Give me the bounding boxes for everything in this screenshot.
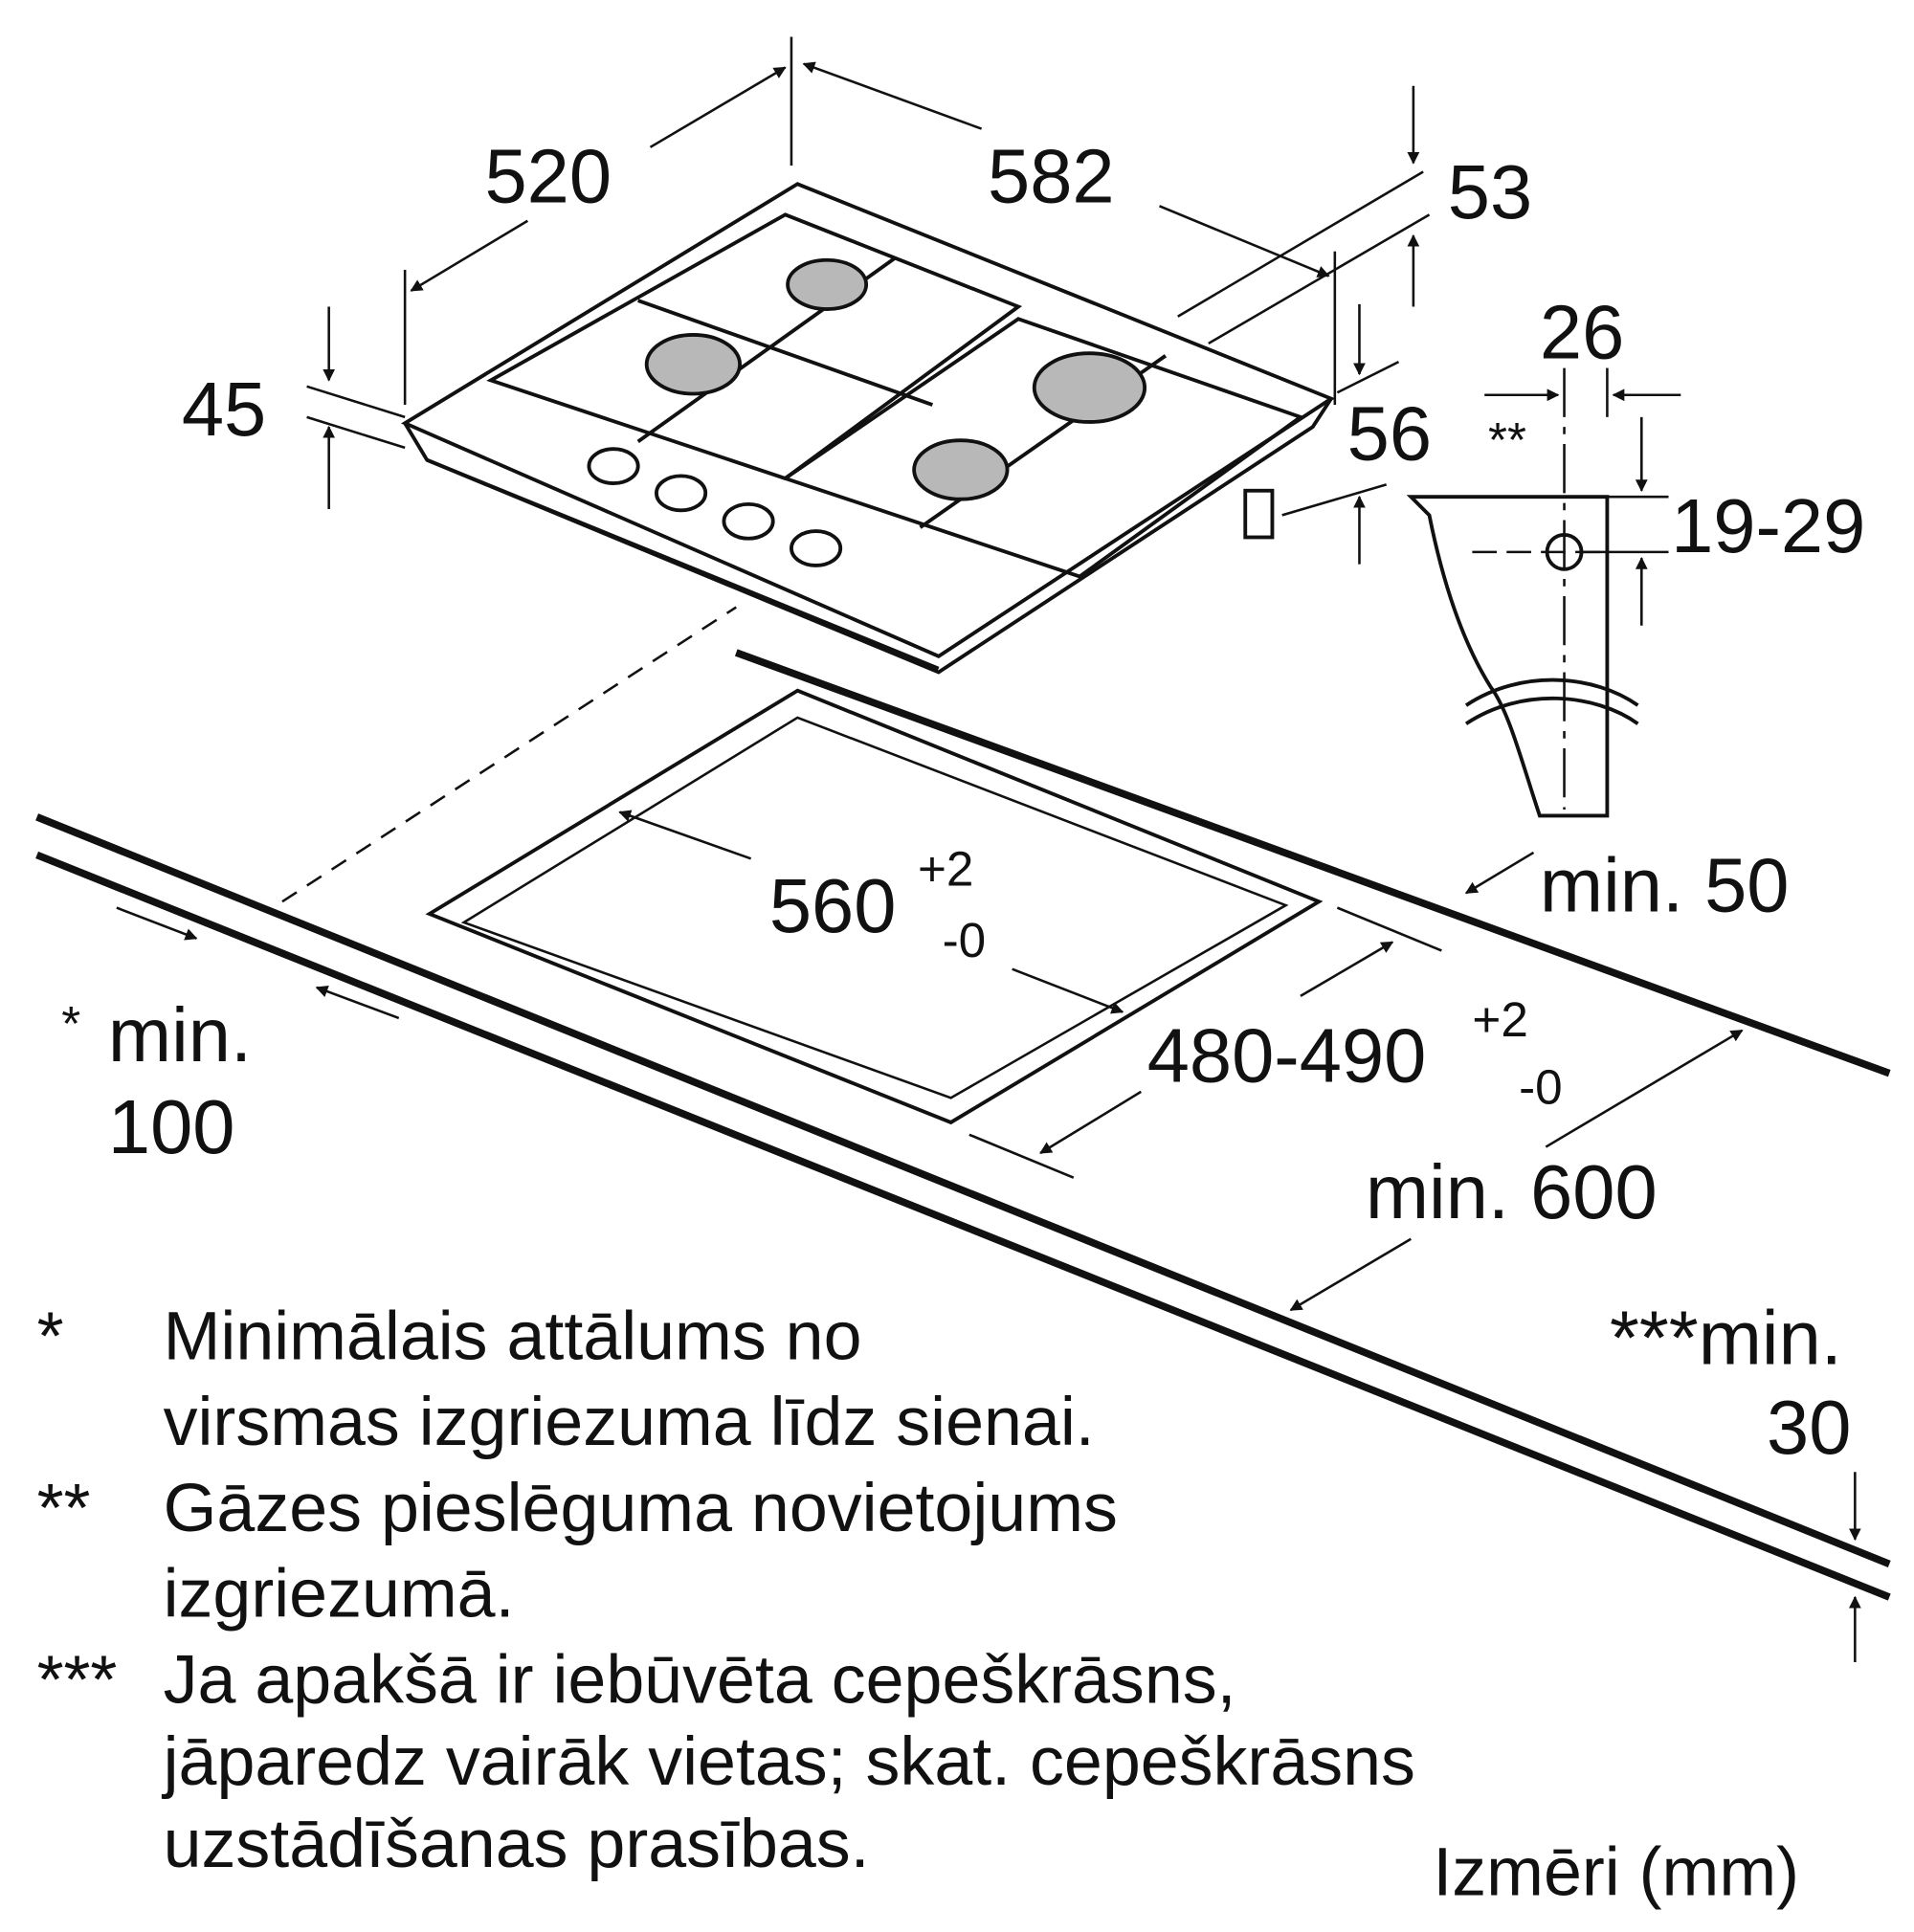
note-marker: **	[37, 1470, 91, 1546]
gas-marker: **	[1488, 412, 1526, 467]
countertop	[35, 606, 1891, 1601]
gas-connector	[1243, 488, 1275, 540]
dim-side-gap-value: 100	[108, 1084, 235, 1169]
dim-side-gap: min.	[108, 992, 252, 1077]
dimension-lines	[116, 36, 1861, 1662]
dim-53: 53	[1448, 149, 1532, 234]
dim-thickness-value: 30	[1767, 1385, 1851, 1470]
gas-hob	[400, 182, 1336, 675]
note-text: jāparedz vairāk vietas; skat. cepeškrāsn…	[162, 1723, 1415, 1800]
note-marker: *	[37, 1298, 64, 1374]
side-gap-star: *	[61, 996, 80, 1051]
dim-width: 582	[988, 134, 1115, 219]
dim-gas-height: 19-29	[1671, 483, 1865, 568]
note-marker: ***	[37, 1641, 118, 1718]
note-text: uzstādīšanas prasības.	[164, 1806, 870, 1882]
dim-cutout-width: 560	[769, 863, 897, 948]
footnotes: * Minimālais attālums no virsmas izgriez…	[37, 1298, 1799, 1910]
dim-45: 45	[182, 366, 266, 452]
dimension-labels: 520 582 53 45 56 26 ** 19-29 min. 50 560…	[61, 134, 1865, 1471]
pan-supports	[486, 212, 1305, 579]
tol-minus: -0	[943, 913, 987, 967]
units-label: Izmēri (mm)	[1433, 1834, 1799, 1911]
dim-back-gap: min. 50	[1540, 842, 1790, 927]
dim-depth: 520	[484, 134, 612, 219]
note-text: Gāzes pieslēguma novietojums	[164, 1470, 1118, 1546]
control-knobs	[587, 447, 843, 567]
tol-minus: -0	[1519, 1060, 1563, 1115]
dim-gas-offset: 26	[1540, 289, 1624, 374]
dim-cutout-depth: 480-490	[1147, 1013, 1427, 1099]
tol-plus: +2	[918, 842, 973, 897]
note-text: Ja apakšā ir iebūvēta cepeškrāsns,	[164, 1641, 1236, 1718]
gas-connection-detail	[1406, 367, 1681, 818]
note-text: izgriezumā.	[164, 1556, 515, 1632]
dim-counter-depth: min. 600	[1366, 1149, 1658, 1234]
countertop-cutout	[425, 688, 1324, 1125]
burners	[644, 257, 1147, 501]
dim-thickness: ***min.	[1610, 1295, 1842, 1380]
dim-56: 56	[1347, 391, 1432, 477]
note-text: virsmas izgriezuma līdz sienai.	[164, 1384, 1095, 1460]
tol-plus: +2	[1472, 992, 1527, 1047]
note-text: Minimālais attālums no	[164, 1298, 862, 1374]
